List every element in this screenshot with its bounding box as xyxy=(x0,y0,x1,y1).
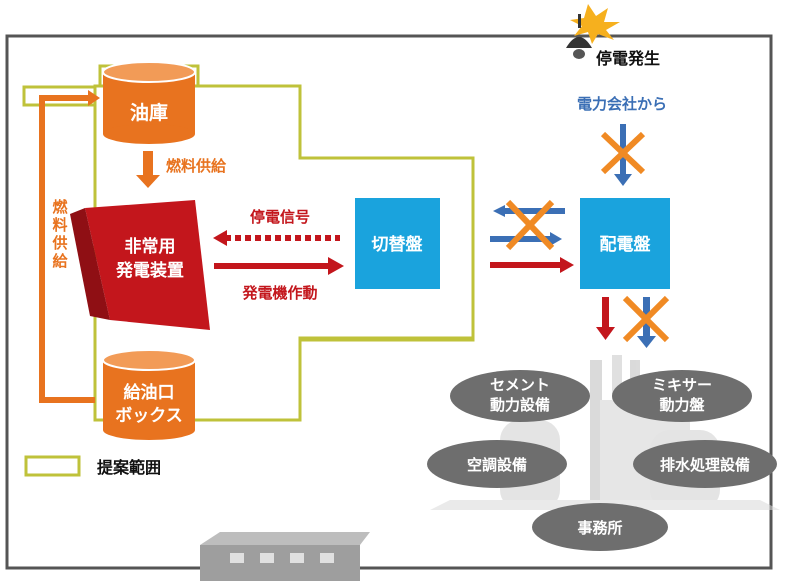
facility-wastewater-label: 排水処理設備 xyxy=(660,456,750,474)
outage-signal-label: 停電信号 xyxy=(250,208,310,226)
legend-swatch xyxy=(24,455,81,477)
emergency-feed-arrow xyxy=(490,262,560,268)
cross-mark-c2 xyxy=(622,295,670,343)
switchboard-label: 切替盤 xyxy=(372,234,424,255)
cross-mark-b2 xyxy=(600,131,646,175)
facility-air-conditioning: 空調設備 xyxy=(427,440,567,488)
facility-wastewater: 排水処理設備 xyxy=(633,440,777,488)
svg-text:燃: 燃 xyxy=(52,198,68,216)
distribution-panel-box xyxy=(580,198,670,289)
facility-office-label: 事務所 xyxy=(577,519,622,537)
grid-feed-head xyxy=(550,232,562,246)
facility-feed-grid-head xyxy=(637,336,656,348)
facility-office: 事務所 xyxy=(532,503,668,551)
backfeed-arrow xyxy=(505,208,565,214)
distribution-panel-label: 配電盤 xyxy=(600,234,652,255)
facility-mixer-label-2: 動力盤 xyxy=(659,396,705,414)
generator-label-1: 非常用 xyxy=(125,236,176,257)
backfeed-arrow-head xyxy=(493,205,505,217)
svg-text:料: 料 xyxy=(52,216,67,234)
utility-supply-label: 電力会社から xyxy=(577,95,667,113)
power-outage-label: 停電発生 xyxy=(596,49,660,68)
site-frame xyxy=(5,34,773,570)
utility-supply-head xyxy=(614,174,632,186)
building-illustration xyxy=(200,532,370,581)
generator-label-2: 発電装置 xyxy=(115,260,184,281)
feed-box-label-1: 給油口 xyxy=(124,382,175,403)
generator-start-label: 発電機作動 xyxy=(241,284,317,302)
feed-box-label-2: ボックス xyxy=(115,406,183,426)
switchboard-box xyxy=(355,198,440,289)
cross-mark-a2 xyxy=(505,199,555,251)
fuel-supply-side-label: 燃 料 供 給 xyxy=(51,198,68,270)
svg-text:供: 供 xyxy=(51,234,67,252)
fuel-supply-down-shaft xyxy=(143,151,153,175)
feed-box-tank: 給油口 ボックス xyxy=(102,349,196,440)
fuel-supply-loop-head xyxy=(88,90,100,106)
facility-feed-emergency-head xyxy=(596,327,615,340)
facility-cement-label-1: セメント xyxy=(490,376,550,394)
facility-hvac-label: 空調設備 xyxy=(467,456,527,474)
oil-depot-label: 油庫 xyxy=(130,101,168,124)
svg-text:給: 給 xyxy=(52,252,68,270)
fuel-supply-loop-arrow xyxy=(39,95,95,403)
fuel-supply-down-head xyxy=(136,175,160,188)
oil-depot-tank: 油庫 xyxy=(102,61,196,144)
generator-start-head xyxy=(328,257,344,275)
facility-cement-label-2: 動力設備 xyxy=(490,396,550,414)
facility-feed-emergency-arrow xyxy=(602,297,609,327)
facility-cement-power: セメント 動力設備 xyxy=(450,370,590,422)
legend-label: 提案範囲 xyxy=(97,458,161,477)
emergency-feed-head xyxy=(560,257,574,273)
outage-signal-head xyxy=(213,230,227,246)
fuel-supply-down-label: 燃料供給 xyxy=(166,157,227,175)
power-outage-bulb-icon xyxy=(566,4,620,59)
emergency-generator: 非常用 発電装置 xyxy=(70,200,210,330)
facility-mixer-label-1: ミキサー xyxy=(652,376,712,394)
facility-mixer-panel: ミキサー 動力盤 xyxy=(612,370,752,422)
